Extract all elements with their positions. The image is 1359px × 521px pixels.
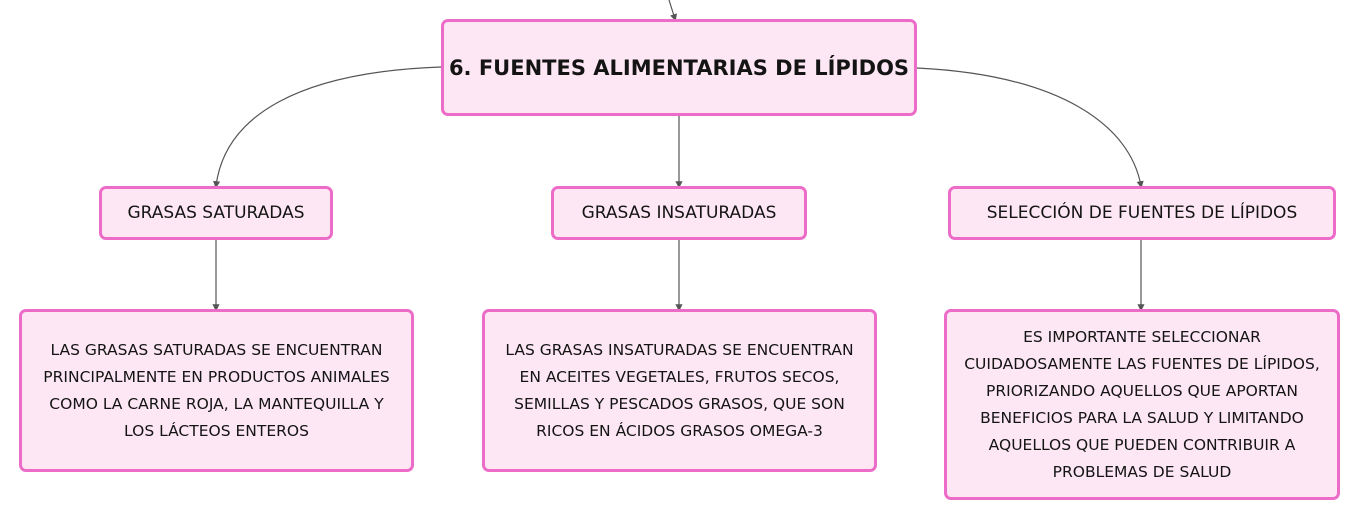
branch-label-seleccion-de-fuentes: SELECCIÓN DE FUENTES DE LÍPIDOS [986, 203, 1298, 223]
branch-label-grasas-insaturadas: GRASAS INSATURADAS [581, 203, 777, 223]
detail-text-seleccion-de-fuentes: ES IMPORTANTE SELECCIONAR CUIDADOSAMENTE… [964, 327, 1320, 481]
main-topic-node[interactable]: 6. FUENTES ALIMENTARIAS DE LÍPIDOS [441, 19, 917, 116]
detail-node-seleccion-de-fuentes[interactable]: ES IMPORTANTE SELECCIONAR CUIDADOSAMENTE… [944, 309, 1340, 500]
branch-node-grasas-saturadas[interactable]: GRASAS SATURADAS [99, 186, 333, 240]
branch-node-seleccion-de-fuentes[interactable]: SELECCIÓN DE FUENTES DE LÍPIDOS [948, 186, 1336, 240]
connector-parent-to-main [668, 0, 677, 22]
main-topic-label: 6. FUENTES ALIMENTARIAS DE LÍPIDOS [448, 55, 910, 80]
connector-main-to-grasas-saturadas [213, 66, 442, 189]
detail-text-grasas-insaturadas: LAS GRASAS INSATURADAS SE ENCUENTRAN EN … [505, 340, 854, 440]
connector-main-to-seleccion [916, 67, 1144, 189]
detail-text-grasas-saturadas: LAS GRASAS SATURADAS SE ENCUENTRAN PRINC… [43, 340, 390, 440]
branch-node-grasas-insaturadas[interactable]: GRASAS INSATURADAS [551, 186, 807, 240]
detail-node-grasas-saturadas[interactable]: LAS GRASAS SATURADAS SE ENCUENTRAN PRINC… [19, 309, 414, 472]
detail-node-grasas-insaturadas[interactable]: LAS GRASAS INSATURADAS SE ENCUENTRAN EN … [482, 309, 877, 472]
branch-label-grasas-saturadas: GRASAS SATURADAS [127, 203, 305, 223]
